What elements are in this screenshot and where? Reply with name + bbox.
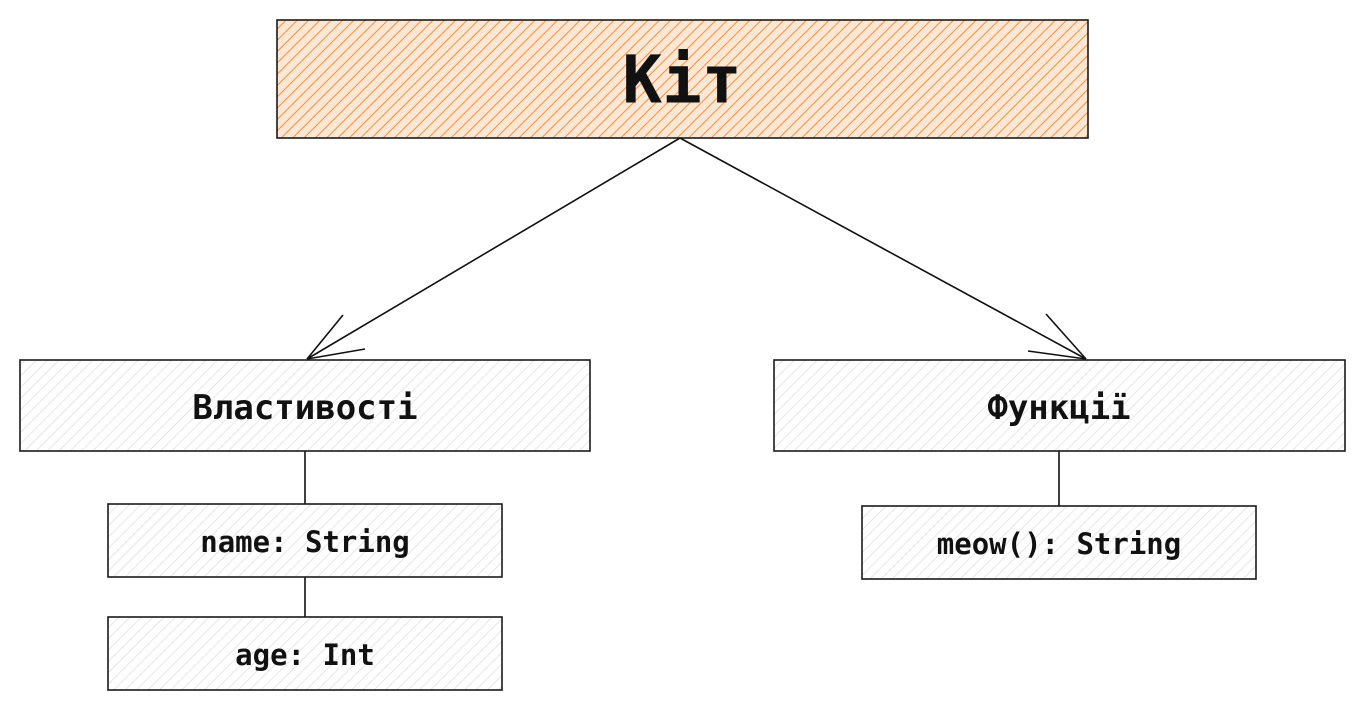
functions-section-label: Функції (987, 388, 1130, 428)
function-item-meow: meow(): String (861, 505, 1257, 580)
property-item-label: name: String (200, 525, 410, 559)
edge-root-to-functions (679, 137, 1087, 360)
edge-root-to-properties (306, 137, 681, 360)
function-item-label: meow(): String (937, 527, 1181, 561)
root-class-box: Кіт (276, 19, 1089, 139)
functions-section-box: Функції (773, 359, 1346, 452)
property-item-name: name: String (107, 503, 503, 578)
properties-section-box: Властивості (19, 359, 591, 452)
properties-section-label: Властивості (192, 388, 417, 428)
property-item-label: age: Int (235, 638, 375, 672)
property-item-age: age: Int (107, 616, 503, 691)
root-class-label: Кіт (622, 42, 741, 119)
